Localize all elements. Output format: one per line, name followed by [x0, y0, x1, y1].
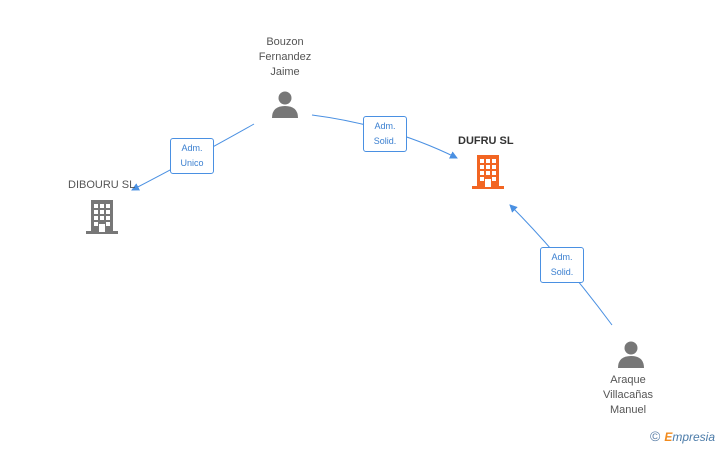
brand-rest: mpresia — [672, 430, 716, 444]
edge-tag-top-to-main[interactable]: Adm. Solid. — [363, 116, 407, 152]
building-icon[interactable] — [472, 155, 504, 194]
edge-tag-top-to-left[interactable]: Adm. Unico — [170, 138, 214, 174]
person-icon[interactable] — [617, 340, 645, 373]
company-main-label[interactable]: DUFRU SL — [458, 135, 514, 147]
person-top-label[interactable]: Bouzon Fernandez Jaime — [258, 36, 312, 78]
brand-e: E — [664, 430, 673, 444]
building-icon[interactable] — [86, 200, 118, 239]
copyright-icon: © — [650, 428, 661, 444]
person-bottom-label[interactable]: Araque Villacañas Manuel — [603, 374, 653, 416]
edge-tag-bottom-to-main[interactable]: Adm. Solid. — [540, 247, 584, 283]
company-left-label[interactable]: DIBOURU SL — [68, 179, 136, 191]
brand-logo[interactable]: ©Empresia — [650, 428, 715, 444]
person-icon[interactable] — [271, 90, 299, 123]
